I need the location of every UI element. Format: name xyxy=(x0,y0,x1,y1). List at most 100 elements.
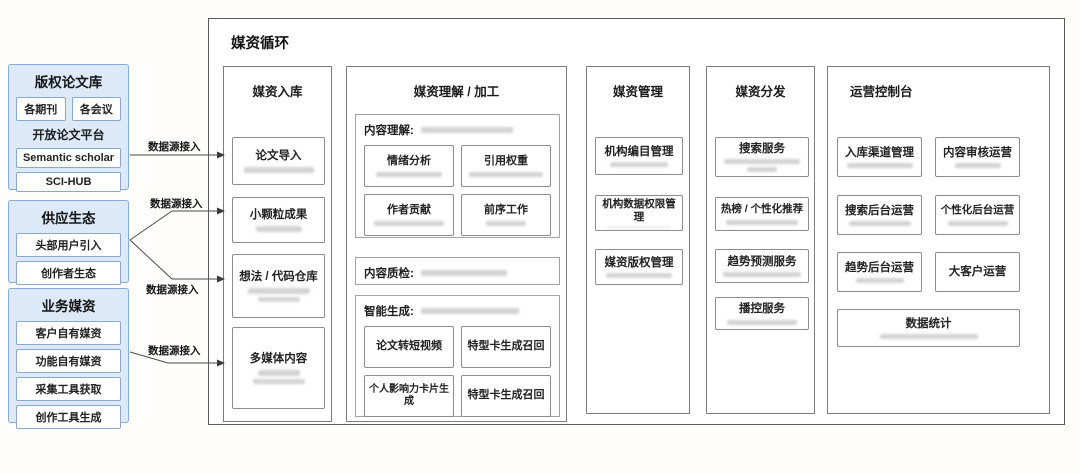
node-data-statistics: 数据统计 xyxy=(837,309,1020,347)
section-label: 内容质检: xyxy=(364,268,414,280)
flow-label-data-source-access-3: 数据源接入 xyxy=(146,284,199,296)
node-label: 趋势预测服务 xyxy=(727,255,797,268)
node-hotlist-personalized-reco: 热榜 / 个性化推荐 xyxy=(715,197,809,231)
blurred-subtitle xyxy=(726,219,798,225)
node-label: 机构编目管理 xyxy=(604,145,674,158)
section-grid: 论文转短视频 特型卡生成召回 个人影响力卡片生成 特型卡生成召回 xyxy=(356,319,559,425)
column-title: 运营控制台 xyxy=(850,85,913,99)
node-org-data-permission-mgmt: 机构数据权限管理 xyxy=(595,195,683,231)
blurred-subtitle xyxy=(747,167,777,173)
node-personalized-backend-ops: 个性化后台运营 xyxy=(935,195,1020,235)
node-label: 趋势后台运营 xyxy=(845,261,914,274)
node-broadcast-control-service: 播控服务 xyxy=(715,297,809,330)
source-box-paper-library: 版权论文库 各期刊 各会议 开放论文平台 Semantic scholar SC… xyxy=(8,64,129,192)
blurred-subtitle xyxy=(855,278,904,284)
section-label: 内容理解: xyxy=(364,125,414,137)
node-customer-media: 客户自有媒资 xyxy=(16,321,121,345)
source-box-business-media: 业务媒资 客户自有媒资 功能自有媒资 采集工具获取 创作工具生成 xyxy=(8,288,129,429)
node-conferences: 各会议 xyxy=(71,97,121,121)
node-label: 论文转短视频 xyxy=(376,340,442,353)
node-label: 多媒体内容 xyxy=(249,352,308,365)
node-label: 机构数据权限管理 xyxy=(602,198,676,224)
open-platform-label: 开放论文平台 xyxy=(32,128,105,142)
blurred-subtitle xyxy=(724,159,800,165)
node-emotion-analysis: 情绪分析 xyxy=(364,145,454,187)
column-title: 媒资理解 / 加工 xyxy=(413,85,500,99)
node-special-card-recall-1: 特型卡生成召回 xyxy=(461,326,551,368)
node-label: 论文导入 xyxy=(255,149,302,162)
blurred-subtitle xyxy=(420,127,513,133)
node-label: 个人影响力卡片生成 xyxy=(369,384,449,407)
node-label: 内容审核运营 xyxy=(943,146,1012,159)
source-box-title: 版权论文库 xyxy=(34,75,103,90)
blurred-subtitle xyxy=(610,162,668,168)
journal-conference-row: 各期刊 各会议 xyxy=(16,97,121,121)
node-feature-media: 功能自有媒资 xyxy=(16,349,121,373)
node-paper-import: 论文导入 xyxy=(232,137,325,185)
node-key-account-ops: 大客户运营 xyxy=(935,252,1020,292)
source-box-title: 供应生态 xyxy=(41,211,96,226)
node-small-granularity: 小颗粒成果 xyxy=(232,197,325,243)
node-label: 情绪分析 xyxy=(387,155,431,168)
blurred-subtitle xyxy=(469,171,543,177)
blurred-subtitle xyxy=(243,167,314,174)
node-label: 特型卡生成召回 xyxy=(467,340,545,353)
node-multimedia-content: 多媒体内容 xyxy=(232,327,325,409)
flow-label-data-source-access-1: 数据源接入 xyxy=(148,141,201,153)
source-box-title: 业务媒资 xyxy=(41,299,96,314)
node-semantic-scholar: Semantic scholar xyxy=(16,148,121,168)
blurred-subtitle xyxy=(606,273,672,279)
blurred-subtitle xyxy=(252,379,305,385)
column-title: 媒资入库 xyxy=(252,85,303,99)
node-creation-tools: 创作工具生成 xyxy=(16,405,121,429)
node-label: 数据统计 xyxy=(905,317,952,330)
column-ingest: 媒资入库 论文导入 小颗粒成果 想法 / 代码仓库 多媒体内容 xyxy=(223,66,332,422)
blurred-subtitle xyxy=(848,221,911,227)
node-search-service: 搜索服务 xyxy=(715,137,809,177)
blurred-subtitle xyxy=(723,272,801,278)
blurred-subtitle xyxy=(247,288,310,295)
section-header: 内容理解: xyxy=(356,115,559,138)
node-label: 引用权重 xyxy=(484,155,528,168)
node-collect-tools: 采集工具获取 xyxy=(16,377,121,401)
node-head-users: 头部用户引入 xyxy=(16,233,121,257)
node-label: 小颗粒成果 xyxy=(249,208,308,221)
section-grid: 情绪分析 引用权重 作者贡献 前序工作 xyxy=(356,138,559,244)
node-media-copyright-mgmt: 媒资版权管理 xyxy=(595,249,683,285)
column-ops-console: 运营控制台 入库渠道管理 内容审核运营 搜索后台运营 个性化后台运营 趋势后台运… xyxy=(827,66,1050,414)
section-header: 智能生成: xyxy=(356,296,559,319)
blurred-subtitle xyxy=(255,226,302,233)
node-label: 搜索后台运营 xyxy=(845,204,914,217)
node-idea-code-repo: 想法 / 代码仓库 xyxy=(232,254,325,318)
blurred-subtitle xyxy=(607,227,671,228)
column-title: 媒资管理 xyxy=(612,85,663,99)
node-prior-work: 前序工作 xyxy=(461,194,551,236)
node-label: 作者贡献 xyxy=(387,204,431,217)
node-label: 入库渠道管理 xyxy=(845,146,914,159)
section-label: 智能生成: xyxy=(364,306,414,318)
blurred-subtitle xyxy=(257,297,300,303)
node-influence-card-generation: 个人影响力卡片生成 xyxy=(364,375,454,417)
node-author-contribution: 作者贡献 xyxy=(364,194,454,236)
node-content-review-ops: 内容审核运营 xyxy=(935,137,1020,177)
flow-label-data-source-access-2: 数据源接入 xyxy=(150,198,203,210)
column-processing: 媒资理解 / 加工 内容理解: 情绪分析 引用权重 作者 xyxy=(346,66,567,422)
node-label: 搜索服务 xyxy=(739,142,785,155)
flow-label-data-source-access-4: 数据源接入 xyxy=(148,345,201,357)
node-label: 播控服务 xyxy=(739,303,785,316)
node-label: 想法 / 代码仓库 xyxy=(239,270,318,283)
source-box-supply-eco: 供应生态 头部用户引入 创作者生态 xyxy=(8,200,129,285)
node-trend-backend-ops: 趋势后台运营 xyxy=(837,252,922,292)
blurred-subtitle xyxy=(879,334,978,340)
section-header: 内容质检: xyxy=(356,258,559,288)
node-search-backend-ops: 搜索后台运营 xyxy=(837,195,922,235)
container-title: 媒资循环 xyxy=(231,36,289,52)
node-org-catalog-mgmt: 机构编目管理 xyxy=(595,137,683,175)
blurred-subtitle xyxy=(727,319,797,325)
column-title: 媒资分发 xyxy=(735,85,786,99)
node-label: 前序工作 xyxy=(484,204,528,217)
node-label: 热榜 / 个性化推荐 xyxy=(720,203,804,216)
node-paper-to-video: 论文转短视频 xyxy=(364,326,454,368)
blurred-subtitle xyxy=(257,370,300,377)
